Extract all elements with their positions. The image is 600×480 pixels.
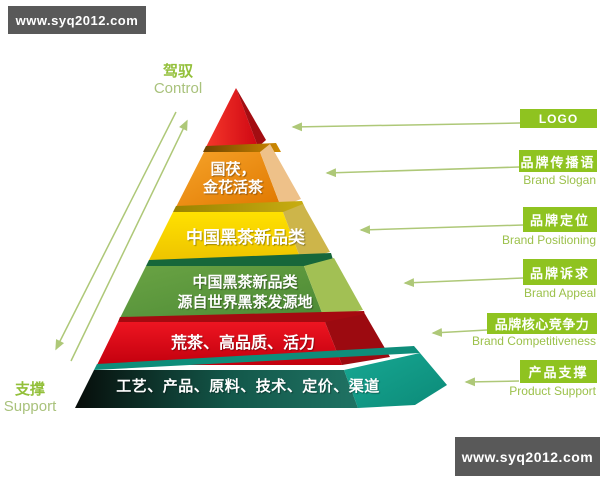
pyramid-layer-4-front [120,266,324,318]
pyramid-rim-3 [146,253,335,266]
layer-6-caption: 工艺、产品、原料、技术、定价、渠道 [116,378,380,395]
support-label-zh: 支撑 [14,381,45,398]
pyramid-rim-1 [203,143,281,152]
pyramid-layer-apex-front [206,88,258,147]
layer-2-line1: 国茯， [210,161,256,178]
control-to-support-arrow [55,111,177,351]
layer-2-caption: 国茯， 金花活茶 [158,161,308,197]
pyramid-layer-3-side [283,204,330,260]
brand-positioning-connector-arrow [359,224,524,235]
logo-connector-arrow [291,122,521,132]
side-label-brand-competitiveness-en: Brand Competitiveness [471,334,596,348]
side-label-brand-positioning-en: Brand Positioning [501,233,596,247]
side-label-brand-appeal: 品牌诉求 [523,259,597,285]
layer-5-caption: 荒茶、高品质、活力 [170,335,315,352]
watermark-bottom-right: www.syq2012.com [455,437,600,476]
layer-4-line2: 源自世界黑茶发源地 [177,294,313,311]
pyramid-rim-4 [118,311,367,322]
pyramid-rim-2 [173,201,307,212]
support-to-control-arrow [70,119,188,362]
side-label-brand-slogan-en: Brand Slogan [523,173,596,187]
control-label-en: Control [153,80,203,97]
pyramid-layer-4-side [304,258,363,318]
side-label-product-support-en: Product Support [509,384,596,398]
control-label-zh: 驾驭 [162,63,193,80]
brand-appeal-connector-arrow [403,277,524,288]
layer-4-caption: 中国黑茶新品类 源自世界黑茶发源地 [150,273,340,313]
control-label: 驾驭 Control [138,63,218,97]
pyramid-layer-6-side [344,353,447,408]
pyramid-layer-6-front [75,370,358,408]
layer-2-line2: 金花活茶 [202,179,263,196]
support-label: 支撑 Support [0,381,62,415]
watermark-top-left: www.syq2012.com [8,6,146,34]
pyramid-layer-2-side [260,144,301,207]
pyramid-layer-apex-side [236,88,266,147]
layer-3-caption: 中国黑茶新品类 [186,228,305,247]
pyramid-layer-3-front [149,212,301,260]
brand-slogan-connector-arrow [325,166,520,178]
side-label-brand-slogan: 品牌传播语 [519,150,597,172]
side-label-brand-competitiveness: 品牌核心竞争力 [487,313,597,334]
support-label-en: Support [3,398,57,415]
side-label-brand-appeal-en: Brand Appeal [523,286,596,300]
pyramid-layer-2-front [176,152,281,207]
brand-competitiveness-connector-arrow [431,328,488,337]
pyramid-rim-5 [94,346,420,370]
layer-4-line1: 中国黑茶新品类 [192,274,298,291]
product-support-connector-arrow [464,377,520,387]
side-label-product-support: 产品支撑 [520,360,597,383]
side-label-brand-positioning: 品牌定位 [523,207,597,232]
side-label-logo: LOGO [520,109,597,128]
